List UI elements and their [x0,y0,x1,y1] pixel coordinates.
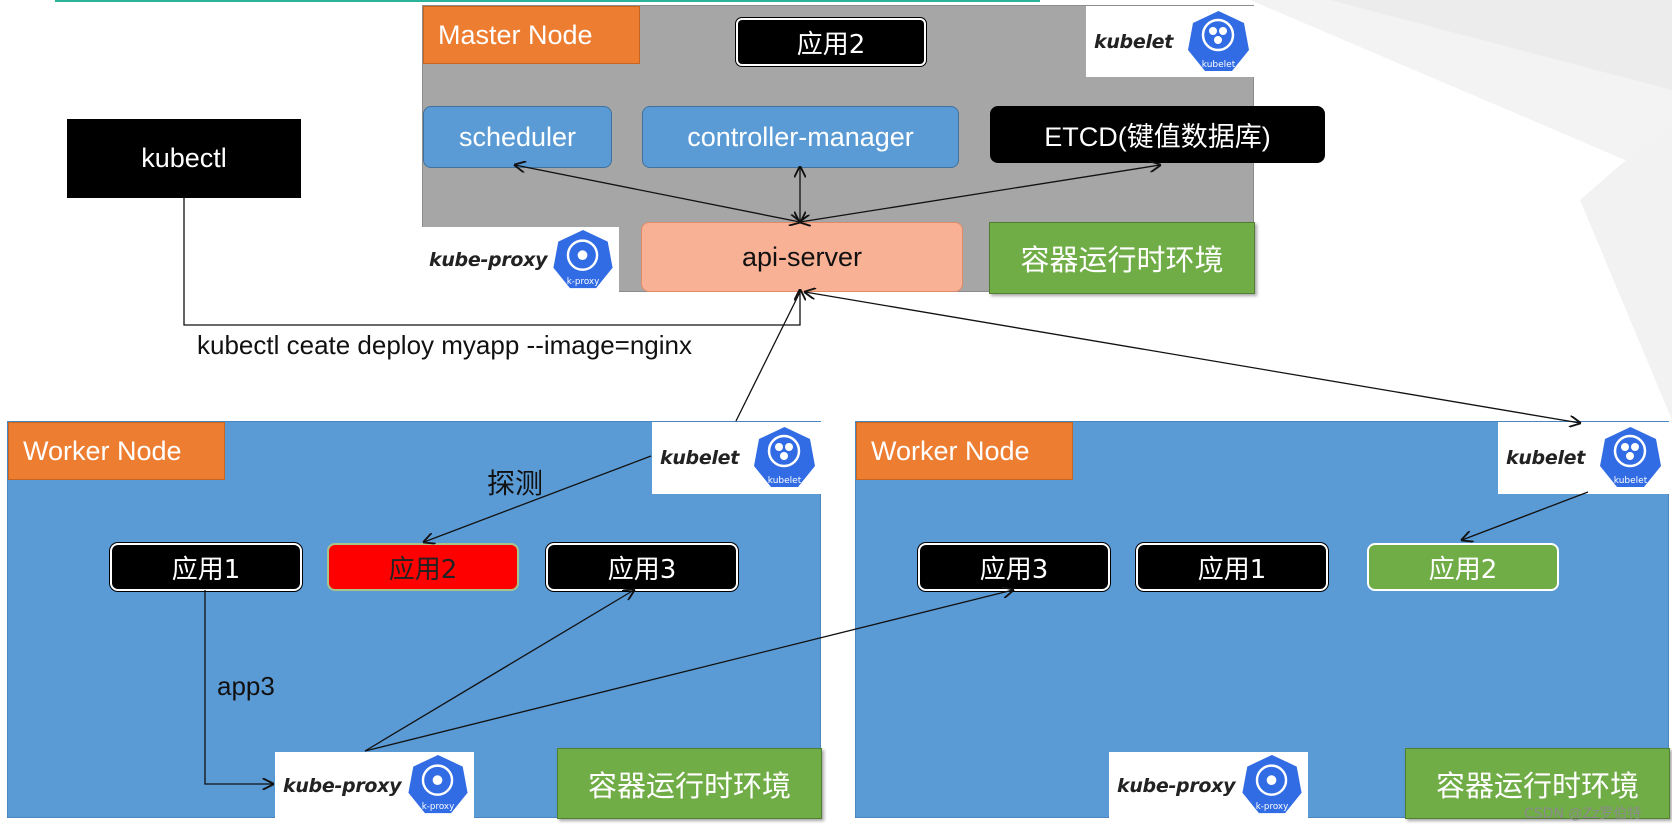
controller-manager-box: controller-manager [642,106,959,168]
master-app2-label: 应用2 [796,29,866,60]
kubelet-icon: kubelet [1188,11,1249,71]
worker2-app1: 应用1 [1136,543,1328,591]
kube-proxy-icon-text: k-proxy [422,802,455,812]
etcd-label: ETCD(键值数据库) [1044,122,1271,152]
top-accent-line [55,0,1040,2]
worker1-app3: 应用3 [546,543,738,591]
kubelet-icon-text: kubelet [1614,476,1648,486]
worker1-kube-proxy-logo: kube-proxy k-proxy [275,752,474,819]
scheduler-box: scheduler [423,106,612,168]
master-node-title-text: Master Node [438,19,593,50]
worker-node-2: Worker Node kubelet kubelet 应用3 应用1 应用2 … [855,421,1670,819]
worker1-app1-label: 应用1 [171,554,241,585]
scheduler-label: scheduler [458,121,577,152]
api-server-label: api-server [741,241,863,272]
worker2-kubelet-logo: kubelet kubelet [1498,422,1670,494]
kubelet-text: kubelet [660,447,740,469]
worker2-app2-label: 应用2 [1428,554,1498,585]
worker2-app2-recreated: 应用2 [1367,543,1559,591]
kubelet-icon: kubelet [754,427,815,487]
api-worker2-kubelet-line [805,292,1580,423]
worker1-runtime-box: 容器运行时环境 [557,748,822,819]
worker1-title-text: Worker Node [23,435,182,466]
worker2-runtime-box: 容器运行时环境 [1405,748,1670,819]
kube-proxy-icon: k-proxy [1242,754,1302,814]
api-scheduler-line [515,165,800,222]
worker1-kubelet-logo: kubelet kubelet [652,422,822,494]
kubelet-icon-text: kubelet [768,476,802,486]
api-etcd-line [800,165,1160,222]
kube-proxy-icon-text: k-proxy [567,277,600,287]
worker2-app3: 应用3 [918,543,1110,591]
kube-proxy-icon: k-proxy [408,754,468,814]
kubectl-label: kubectl [141,143,227,173]
watermark: CSDN @Zz罗伯特 [1524,806,1642,822]
kubectl-to-api-line [183,198,800,326]
kube-proxy-text: kube-proxy [283,774,402,797]
probe-line [424,455,652,542]
worker2-app3-label: 应用3 [979,554,1049,585]
master-kubelet-logo: kubelet kubelet [1086,6,1255,77]
worker1-title: Worker Node [8,422,225,480]
worker2-app1-label: 应用1 [1197,554,1267,585]
worker2-kube-proxy-logo: kube-proxy k-proxy [1109,752,1308,819]
kube-proxy-text: kube-proxy [429,249,548,271]
proxy-to-worker1-app3-line [364,590,634,752]
kube-proxy-text: kube-proxy [1117,774,1236,797]
app1-to-proxy-line [204,590,273,784]
kubectl-box: kubectl [67,119,301,198]
master-runtime-label: 容器运行时环境 [1020,243,1224,277]
kubelet-icon: kubelet [1600,427,1661,487]
app3-route-label: app3 [217,671,275,701]
worker1-app2-label: 应用2 [388,554,458,585]
kubelet-text: kubelet [1506,447,1586,469]
worker1-kubelet-api-line [735,291,801,422]
kube-proxy-icon: k-proxy [553,229,613,289]
worker1-app3-label: 应用3 [607,554,677,585]
probe-label: 探测 [487,467,544,500]
master-kube-proxy-logo: kube-proxy k-proxy [421,227,619,293]
etcd-box: ETCD(键值数据库) [990,106,1325,163]
controller-manager-label: controller-manager [687,121,914,152]
worker2-title: Worker Node [856,422,1073,480]
master-app2: 应用2 [736,18,926,66]
kubelet-text: kubelet [1094,30,1174,53]
worker2-kubelet-app2-line [1462,491,1589,540]
command-label: kubectl ceate deploy myapp --image=nginx [197,330,693,360]
kube-proxy-icon-text: k-proxy [1256,802,1289,812]
worker1-app1: 应用1 [110,543,302,591]
kubelet-icon-text: kubelet [1202,60,1236,70]
proxy-to-worker2-app3-line [364,590,1013,752]
worker2-runtime-label: 容器运行时环境 [1435,768,1639,803]
master-node-title: Master Node [423,6,640,64]
worker2-title-text: Worker Node [871,435,1030,466]
worker-node-1: Worker Node kubelet kubelet 应用1 应用2 应用3 … [7,421,822,819]
worker1-runtime-label: 容器运行时环境 [587,768,791,803]
